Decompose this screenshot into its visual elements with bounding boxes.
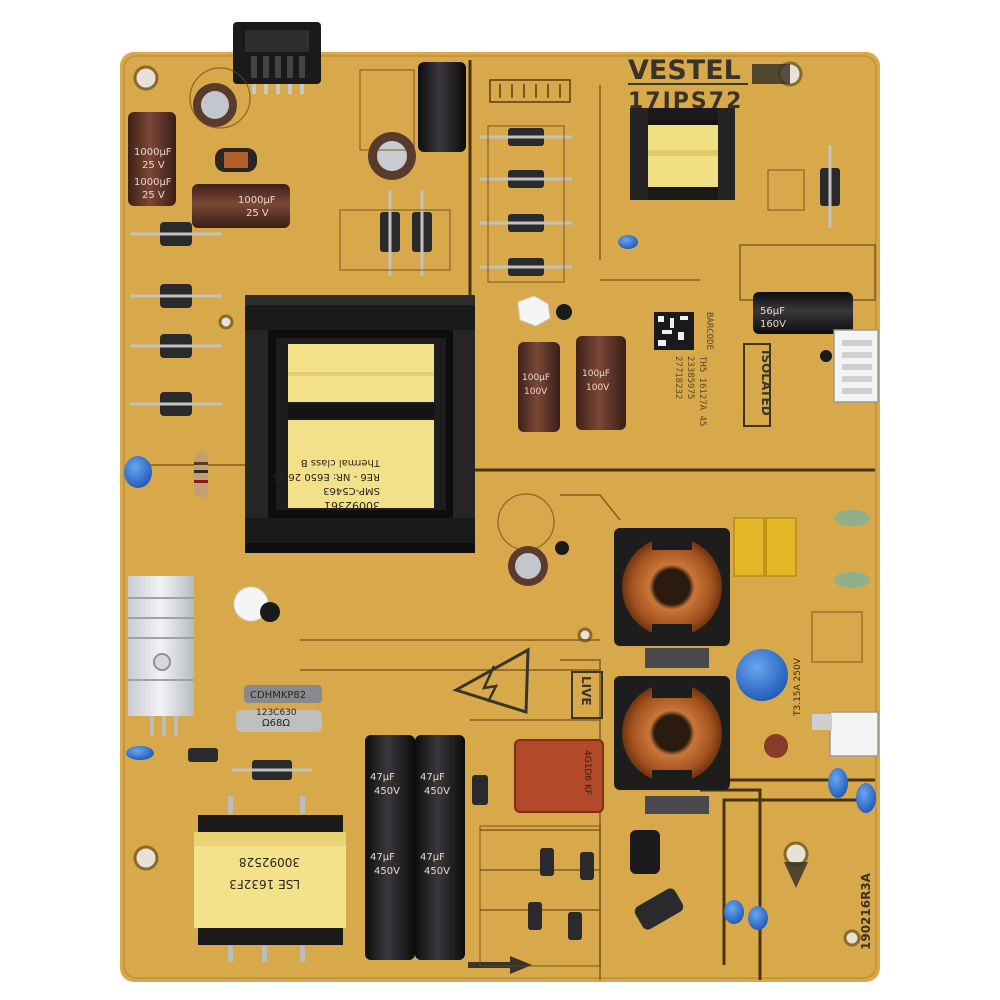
common-mode-choke-lf1 bbox=[614, 528, 730, 646]
pcb-part-number: 190216R3A bbox=[859, 872, 873, 950]
svg-text:100µF: 100µF bbox=[522, 373, 550, 383]
svg-text:Thermal class B: Thermal class B bbox=[301, 457, 381, 468]
svg-text:RE6 - NR: E650 26 16: RE6 - NR: E650 26 16 bbox=[273, 471, 380, 482]
svg-text:30092361: 30092361 bbox=[324, 499, 380, 512]
standby-transformer bbox=[630, 108, 735, 200]
svg-text:30092528: 30092528 bbox=[239, 855, 300, 869]
svg-text:47µF: 47µF bbox=[420, 772, 445, 783]
svg-text:56µF: 56µF bbox=[760, 306, 785, 317]
svg-text:100V: 100V bbox=[524, 387, 548, 397]
main-transformer: 30092361 SMP-C5463 RE6 - NR: E650 26 16 … bbox=[245, 295, 475, 553]
svg-text:123C630: 123C630 bbox=[256, 708, 297, 718]
svg-text:23385975: 23385975 bbox=[685, 356, 695, 399]
svg-text:27718232: 27718232 bbox=[673, 356, 683, 399]
svg-text:T3.15A 250V: T3.15A 250V bbox=[793, 657, 803, 717]
inductor-l1 bbox=[215, 148, 257, 172]
common-mode-choke-lf2 bbox=[614, 676, 730, 790]
svg-text:25 V: 25 V bbox=[246, 208, 269, 219]
heatsink bbox=[128, 576, 194, 736]
auxiliary-transformer: LSE 1632F3 30092528 bbox=[194, 796, 346, 962]
y-capacitors bbox=[124, 235, 876, 930]
resistors bbox=[194, 452, 208, 498]
svg-text:47µF: 47µF bbox=[420, 852, 445, 863]
svg-text:450V: 450V bbox=[424, 786, 450, 797]
svg-text:47µF: 47µF bbox=[370, 772, 395, 783]
svg-text:450V: 450V bbox=[374, 786, 400, 797]
brand-logo: VESTEL bbox=[628, 55, 741, 86]
live-marking: LIVE bbox=[452, 647, 603, 719]
barcode-label: 27718232 23385975 TH5 16127A 45 BARCODE bbox=[654, 312, 714, 426]
svg-text:450V: 450V bbox=[424, 866, 450, 877]
svg-text:160V: 160V bbox=[760, 319, 786, 330]
svg-text:25 V: 25 V bbox=[142, 190, 165, 201]
svg-text:100V: 100V bbox=[586, 383, 610, 393]
svg-text:TH5 16127A 45: TH5 16127A 45 bbox=[697, 356, 707, 426]
film-capacitors bbox=[236, 685, 322, 732]
svg-text:Ω68Ω: Ω68Ω bbox=[262, 718, 290, 729]
electrolytic-capacitors-black bbox=[365, 62, 853, 960]
svg-text:LIVE: LIVE bbox=[579, 676, 593, 706]
svg-text:1000µF: 1000µF bbox=[134, 177, 172, 188]
output-connector bbox=[233, 22, 321, 94]
svg-text:CDHMKP82: CDHMKP82 bbox=[250, 690, 306, 701]
mounting-holes bbox=[133, 61, 861, 947]
electrolytic-capacitors-brown bbox=[128, 83, 626, 586]
flow-arrow bbox=[468, 956, 532, 974]
svg-text:25 V: 25 V bbox=[142, 160, 165, 171]
svg-text:1000µF: 1000µF bbox=[238, 195, 276, 206]
varistor bbox=[736, 649, 788, 701]
x-capacitors bbox=[733, 517, 797, 577]
svg-text:190216R3A: 190216R3A bbox=[859, 872, 873, 950]
power-input-connector bbox=[812, 711, 879, 757]
optocouplers-transistors bbox=[233, 295, 832, 930]
output-connector-right bbox=[833, 329, 879, 403]
film-capacitor-c204: 4G1D6 KF bbox=[514, 739, 604, 813]
svg-text:SMP-C5463: SMP-C5463 bbox=[323, 485, 380, 496]
thermistors bbox=[834, 510, 870, 588]
svg-text:450V: 450V bbox=[374, 866, 400, 877]
svg-text:100µF: 100µF bbox=[582, 369, 610, 379]
svg-text:1000µF: 1000µF bbox=[134, 147, 172, 158]
svg-text:ISOLATED: ISOLATED bbox=[759, 350, 773, 416]
svg-text:LSE 1632F3: LSE 1632F3 bbox=[229, 877, 300, 891]
svg-text:4G1D6 KF: 4G1D6 KF bbox=[582, 750, 592, 795]
svg-text:47µF: 47µF bbox=[370, 852, 395, 863]
svg-text:BARCODE: BARCODE bbox=[704, 312, 714, 350]
isolated-marking: ISOLATED bbox=[743, 343, 773, 427]
